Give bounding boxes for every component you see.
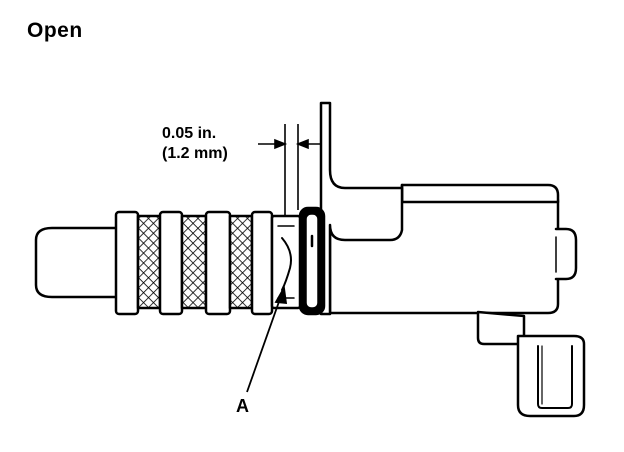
connector-plug [516, 334, 586, 418]
spool-shaft [34, 226, 120, 299]
dimension-imperial-label: 0.05 in. [162, 125, 217, 142]
clearance-dimension [258, 124, 322, 216]
valve-land [281, 237, 292, 291]
connector-housing [476, 310, 526, 346]
filter-screen-2 [180, 214, 208, 310]
dimension-metric-label: (1.2 mm) [162, 145, 228, 162]
spool-collar-2 [158, 210, 184, 316]
page-title: Open [27, 19, 83, 42]
housing-top [400, 183, 560, 204]
mounting-bracket [319, 101, 404, 316]
callout-a-label: A [236, 396, 249, 416]
filter-screen-1 [136, 214, 162, 310]
filter-screen-3 [228, 214, 254, 310]
spool-end [270, 214, 302, 310]
spool-collar-3 [204, 210, 232, 316]
spool-collar-1 [114, 210, 140, 316]
end-cap [554, 227, 578, 281]
spool-collar-4 [250, 210, 274, 316]
callout-a-leader [246, 285, 288, 393]
